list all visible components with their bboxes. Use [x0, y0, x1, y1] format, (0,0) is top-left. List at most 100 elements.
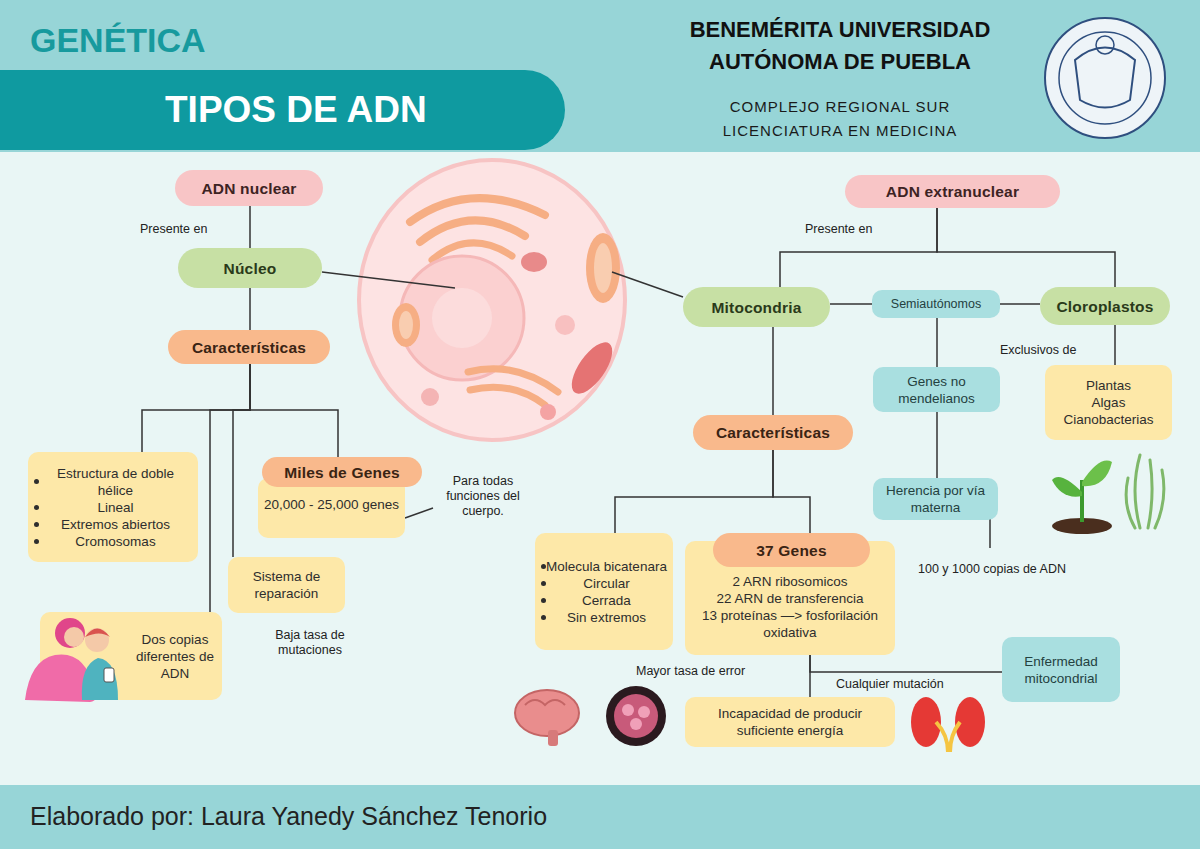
bullet-dot [34, 505, 39, 510]
section-pill: Características [168, 330, 330, 364]
connector-line [937, 208, 1115, 287]
list-item: Lineal [39, 499, 192, 516]
body-box: 20,000 - 25,000 genes [258, 478, 405, 538]
seal-inner-ring [1059, 32, 1151, 124]
mitochondrion-inner [594, 243, 612, 293]
header-band [0, 0, 1200, 152]
connector-line [810, 655, 1002, 672]
node-text: Genes no mendelianos [873, 373, 1000, 407]
node-text: Sistema de reparación [228, 568, 345, 602]
phone-icon [104, 668, 114, 682]
mitochondrion [392, 303, 420, 347]
subject-heading: GENÉTICA [30, 20, 290, 60]
body-text: 2 ARN ribosomicos [728, 573, 853, 590]
university-name: BENEMÉRITA UNIVERSIDAD AUTÓNOMA DE PUEBL… [655, 14, 1025, 78]
seal-shield [1075, 48, 1135, 108]
connector-label: Presente en [805, 222, 900, 237]
child-body [82, 658, 118, 700]
child-hair [85, 629, 110, 638]
bullet-dot [34, 522, 39, 527]
connector-label: Mayor tasa de error [636, 664, 796, 679]
node-text: Enfermedad mitocondrial [1002, 653, 1120, 687]
node-text: Características [186, 339, 312, 356]
list-row: Molecula bicatenara [535, 558, 673, 575]
node-text: Dos copias diferentes de ADN [128, 631, 222, 682]
feature-list: Estructura de doble héliceLinealExtremos… [28, 452, 198, 562]
feature-box: Dos copias diferentes de ADN [40, 612, 222, 700]
organelle [564, 336, 620, 400]
location-pill: Núcleo [178, 248, 322, 288]
genes-box: 20,000 - 25,000 genes Miles de Genes [258, 457, 422, 538]
bullet-dot [34, 479, 39, 484]
connector-line [780, 208, 937, 287]
note-text: Baja tasa de mutaciones [255, 628, 365, 658]
bullet-dot [541, 598, 546, 603]
glomerulus-loop [638, 706, 650, 718]
author-caption: Elaborado por: Laura Yanedy Sánchez Teno… [30, 800, 930, 832]
plant-leaf [1082, 461, 1112, 487]
property-box: Semiautónomos [872, 290, 1000, 318]
feature-list: Molecula bicatenaraCircularCerradaSin ex… [535, 533, 673, 650]
node-text: Herencia por vía materna [873, 482, 998, 516]
list-row: Cerrada [535, 592, 673, 609]
connector-line [830, 303, 872, 305]
list-row: Extremos abiertos [28, 516, 198, 533]
campus-program: COMPLEJO REGIONAL SUR LICENCIATURA EN ME… [690, 95, 990, 143]
list-item: Molecula bicatenara [546, 558, 667, 575]
vesicle [521, 252, 547, 272]
heading-pill: Miles de Genes [262, 457, 422, 487]
child-face [85, 628, 109, 652]
connector-line [1000, 303, 1040, 305]
plant-leaf [1052, 477, 1082, 497]
bullet-dot [541, 581, 546, 586]
node-text: ADN nuclear [195, 180, 302, 197]
mitochondrion-inner [399, 311, 413, 339]
node-text: Núcleo [218, 260, 283, 277]
glomerulus-core [614, 694, 658, 738]
list-row: Estructura de doble hélice [28, 465, 198, 499]
list-row: Cromosomas [28, 533, 198, 550]
list-item: Cerrada [546, 592, 667, 609]
node-text: Semiautónomos [885, 296, 987, 313]
title-banner [0, 70, 565, 150]
property-box: Herencia por vía materna [873, 478, 998, 520]
glomerulus-icon [606, 686, 666, 746]
glomerulus-loop [622, 704, 634, 716]
brain-stem [548, 730, 558, 746]
brain-icon [515, 690, 579, 736]
connector-label: Cualquier mutación [836, 677, 986, 692]
list-item: Cianobacterias [1057, 411, 1159, 428]
connector-line [936, 412, 938, 478]
seal-ring [1045, 18, 1165, 138]
mother-face [64, 627, 84, 647]
golgi-arc [420, 220, 525, 242]
mother-hair [55, 618, 85, 648]
leader-line [405, 508, 433, 518]
list-item: Cromosomas [39, 533, 192, 550]
consequence-box: Incapacidad de producir suficiente energ… [685, 697, 895, 747]
list-item: Sin extremos [546, 609, 667, 626]
topic-pill: ADN nuclear [175, 170, 323, 206]
node-text: ADN extranuclear [880, 183, 1025, 200]
connector-line [249, 206, 251, 248]
page-title: TIPOS DE ADN [165, 88, 545, 132]
list-item: Plantas [1080, 377, 1137, 394]
footer-band [0, 785, 1200, 849]
organism-list: PlantasAlgasCianobacterias [1045, 365, 1172, 440]
body-text: 22 ARN de transferencia [711, 590, 868, 607]
list-item: Estructura de doble hélice [39, 465, 192, 499]
heading-pill: 37 Genes [713, 533, 870, 567]
glomerulus-loop [630, 718, 642, 730]
node-text: Cloroplastos [1050, 298, 1159, 315]
connector-line [773, 450, 810, 533]
vesicle [555, 315, 575, 335]
body-text: 20,000 - 25,000 genes [259, 496, 404, 513]
connector-line [233, 364, 250, 557]
plant-stem [1080, 480, 1084, 522]
cell-membrane [359, 160, 625, 440]
bullet-dot [34, 539, 39, 544]
